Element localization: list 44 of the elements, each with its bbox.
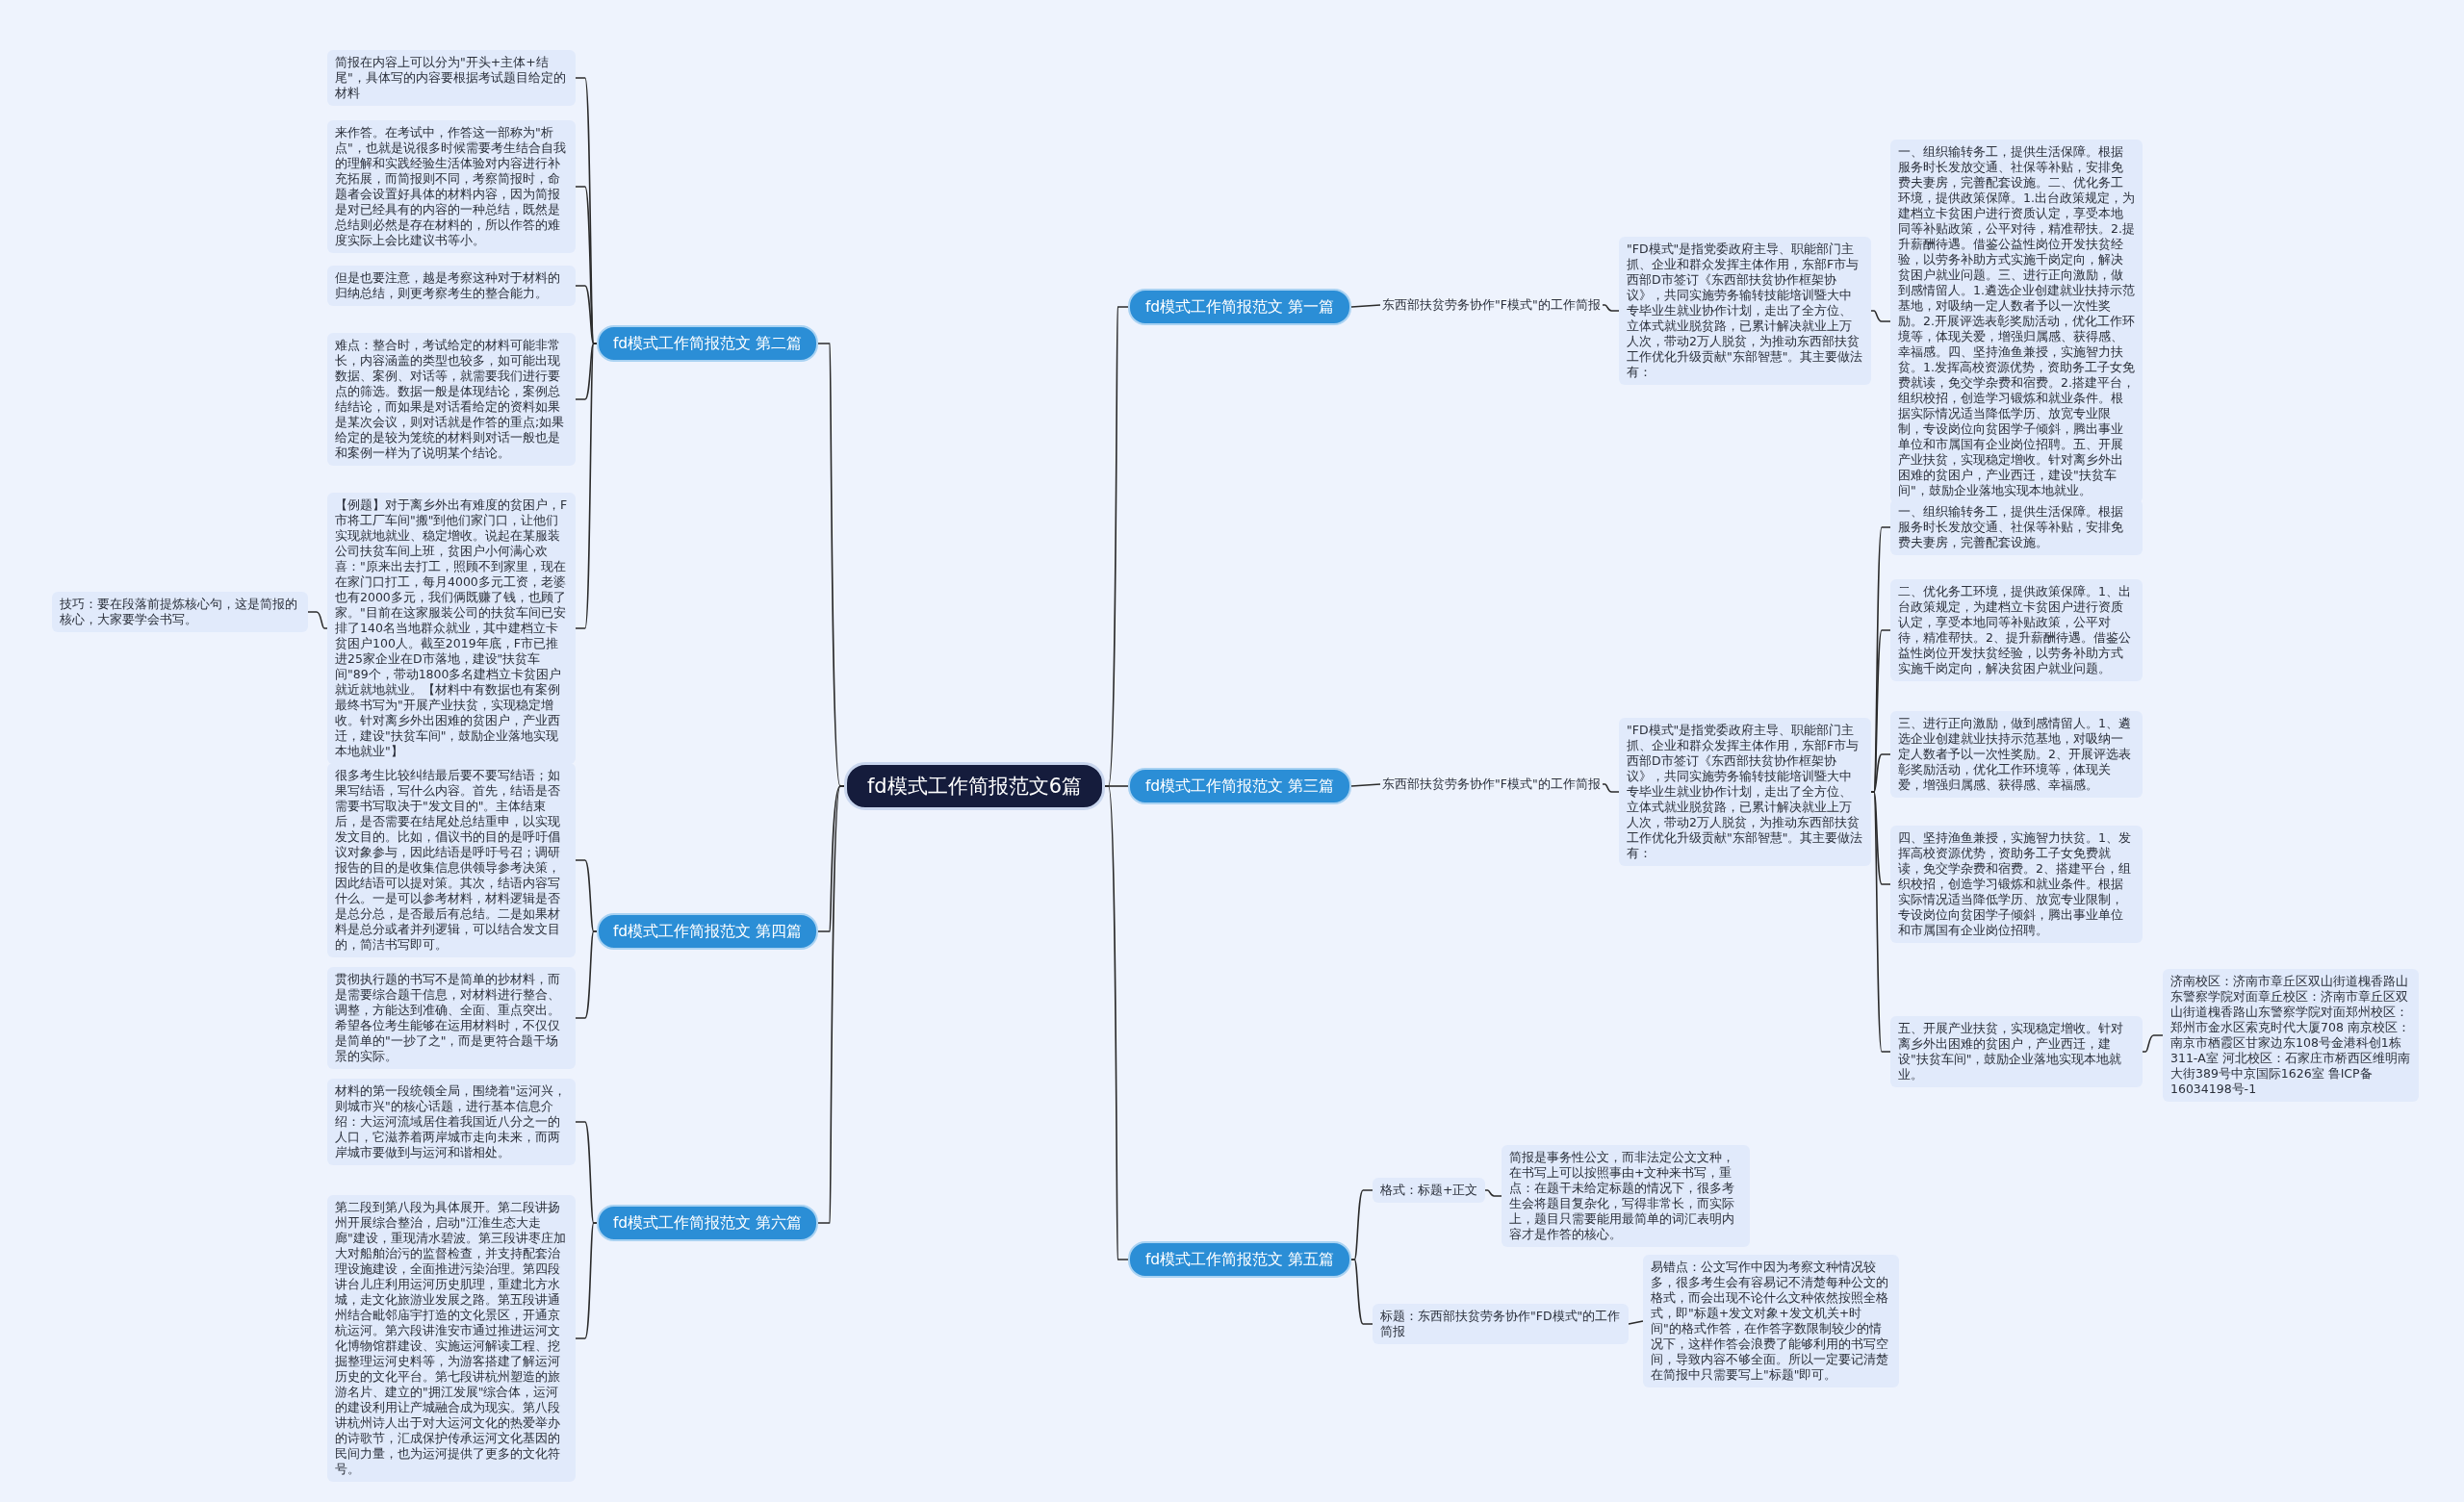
note-box: 来作答。在考试中，作答这一部称为"析点"，也就是说很多时候需要考生结合自我的理解和实践经验生活体验对内容进行补充拓展，而简报则不同，考察简报时，命题者会设置好具体的材料内容，因为简报是对已经具有的内容的一种总结，既然是总结则必然是存在材料的，所以作答的难度实际上会比建议书等小。: [327, 120, 576, 253]
connector-line: [817, 785, 845, 1224]
note-box: "FD模式"是指党委政府主导、职能部门主抓、企业和群众发挥主体作用，东部F市与西部D市签订《东西部扶贫协作框架协议》，共同实施劳务输转技能培训暨大中专毕业生就业协作计划，走出了全方位、立体式就业脱贫路，已累计解决就业上万人次，带动2万人脱贫，为推动东西部扶贫工作优化升级贡献"东部智慧"。其主要做法有：: [1619, 718, 1871, 866]
connector-line: [1602, 783, 1620, 793]
note-box: 三、进行正向激励，做到感情留人。1、遴选企业创建就业扶持示范基地，对吸纳一定人数者予以一次性奖励。2、开展评选表彰奖励活动，优化工作环境等，体现关爱，增强归属感、获得感、幸福感。: [1890, 711, 2143, 798]
connector-line: [1628, 1320, 1644, 1325]
connector-line: [1870, 310, 1891, 322]
connector-line: [1350, 304, 1381, 308]
central-topic: fd模式工作简报范文6篇: [844, 762, 1105, 810]
connector-line: [307, 611, 328, 629]
note-box: 但是也要注意，越是考察这种对于材料的归纳总结，则更考察考生的整合能力。: [327, 266, 576, 306]
note-box: 易错点：公文写作中因为考察文种情况较多，很多考生会有容易记不清楚每种公文的格式，而会出现不论什么文种依然按照全格式，即"标题+发文对象+发文机关+时间"的格式作答，在作答字数限制较少的情况下，这样作答会浪费了能够利用的书写空间，导致内容不够全面。所以一定要记清楚在简报中只需要写上"标题"即可。: [1643, 1255, 1899, 1387]
connector-line: [1602, 304, 1620, 312]
note-box: 贯彻执行题的书写不是简单的抄材料，而是需要综合题干信息，对材料进行整合、调整，方能达到准确、全面、重点突出。希望各位考生能够在运用材料时，不仅仅是简单的"一抄了之"，而是更符合题干场景的实际。: [327, 967, 576, 1069]
note-box: 很多考生比较纠结最后要不要写结语；如果写结语，写什么内容。首先，结语是否需要书写取决于"发文目的"。主体结束后，是否需要在结尾处总结重申，以实现发文目的。比如，倡议书的目的是呼吁倡议对象参与，因此结语是呼吁号召；调研报告的目的是收集信息供领导参考决策，因此结语可以提对策。其次，结语内容写什么。一是可以参考材料，材料逻辑是否是总分总，是否最后有总结。二是如果材料是总分或者并列逻辑，可以结合发文目的，简洁书写即可。: [327, 763, 576, 957]
note-box: 一、组织输转务工，提供生活保障。根据服务时长发放交通、社保等补贴，安排免费夫妻房，完善配套设施。: [1890, 499, 2143, 555]
connector-line: [575, 1222, 598, 1339]
branch-topic: fd模式工作简报范文 第一篇: [1128, 289, 1351, 325]
note-box: 简报在内容上可以分为"开头+主体+结尾"，具体写的内容要根据考试题目给定的材料: [327, 50, 576, 106]
note-box: 【例题】对于离乡外出有难度的贫困户，F市将工厂车间"搬"到他们家门口，让他们实现就地就业、稳定增收。说起在某服装公司扶贫车间上班，贫困户小何满心欢喜："原来出去打工，照顾不到家里，现在在家门口打工，每月4000多元工资，老婆也有2000多元，我们俩既赚了钱，也顾了家。"目前在这家服装公司的扶贫车间已安排了140名当地群众就业，其中建档立卡贫困户100人。截至2019年底，F市已推进25家企业在D市落地，建设"扶贫车间"89个，带动1800多名建档立卡贫困户就近就地就业。【材料中有数据也有案例最终书写为"开展产业扶贫，实现稳定增收。针对离乡外出困难的贫困户，产业西迁，建设"扶贫车间"，鼓励企业落地实现本地就业"】: [327, 493, 576, 764]
note-box: 格式：标题+正文: [1373, 1178, 1486, 1203]
note-box: 第二段到第八段为具体展开。第二段讲扬州开展综合整治，启动"江淮生态大走廊"建设，重现清水碧波。第三段讲枣庄加大对船舶治污的监督检查，并支持配套治理设施建设，全面推进污染治理。第四段讲台儿庄利用运河历史肌理，重建北方水城，走文化旅游业发展之路。第五段讲通州结合毗邻庙宇打造的文化景区，开通京杭运河。第六段讲淮安市通过推进运河文化博物馆群建设、实施运河解读工程、挖掘整理运河史料等，为游客搭建了解运河历史的文化平台。第七段讲杭州塑造的旅游名片、建立的"拥江发展"综合体，运河的建设利用让产城融合成为现实。第八段讲杭州诗人出于对大运河文化的热爱举办的诗歌节，汇成保护传承运河文化基因的民间力量，也为运河提供了更多的文化符号。: [327, 1195, 576, 1482]
note-box: 技巧：要在段落前提炼核心句，这是简报的核心，大家要学会书写。: [52, 592, 308, 632]
branch-topic: fd模式工作简报范文 第二篇: [597, 325, 818, 362]
branch-topic: fd模式工作简报范文 第五篇: [1128, 1241, 1351, 1278]
connector-line: [1484, 1189, 1502, 1197]
connector-line: [1350, 783, 1381, 787]
note-box: 难点：整合时，考试给定的材料可能非常长，内容涵盖的类型也较多，如可能出现数据、案例、对话等，就需要我们进行要点的筛选。数据一般是体现结论，案例总结结论，而如果是对话看给定的资料如果是某次会议，则对话就是作答的重点;如果给定的是较为笼统的材料则对话一般也是和案例一样为了说明某个结论。: [327, 333, 576, 466]
note-box: 二、优化务工环境，提供政策保障。1、出台政策规定，为建档立卡贫困户进行资质认定，享受本地同等补贴政策，公平对待，精准帮扶。2、提升薪酬待遇。借鉴公益性岗位开发扶贫经验，以劳务补助方式实施千岗定向，解决贫困户就业问题。: [1890, 579, 2143, 681]
note-box: 一、组织输转务工，提供生活保障。根据服务时长发放交通、社保等补贴，安排免费夫妻房，完善配套设施。二、优化务工环境，提供政策保障。1.出台政策规定，为建档立卡贫困户进行资质认定，享受本地同等补贴政策，公平对待，精准帮扶。2.提升薪酬待遇。借鉴公益性岗位开发扶贫经验，以劳务补助方式实施千岗定向，解决贫困户就业问题。三、进行正向激励，做到感情留人。1.遴选企业创建就业扶持示范基地，对吸纳一定人数者予以一次性奖励。2.开展评选表彰奖励活动，优化工作环境等，体现关爱，增强归属感、获得感、幸福感。四、坚持渔鱼兼授，实施智力扶贫。1.发挥高校资源优势，资助务工子女免费就读，免交学杂费和宿费。2.搭建平台，组织校招，创造学习锻炼和就业条件。根据实际情况适当降低学历、放宽专业限制，专设岗位向贫困学子倾斜，腾出事业单位和市属国有企业岗位招聘。五、开展产业扶贫，实现稳定增收。针对离乡外出困难的贫困户，产业西迁，建设"扶贫车间"，鼓励企业落地实现本地就业。: [1890, 140, 2143, 503]
branch-topic: fd模式工作简报范文 第四篇: [597, 913, 818, 950]
note-box: 材料的第一段统领全局，围绕着"运河兴，则城市兴"的核心话题，进行基本信息介绍：大运河流域居住着我国近八分之一的人口，它滋养着两岸城市走向未来，而两岸城市要做到与运河和谐相处。: [327, 1079, 576, 1165]
note-box: 五、开展产业扶贫，实现稳定增收。针对离乡外出困难的贫困户，产业西迁，建设"扶贫车间"，鼓励企业落地实现本地就业。: [1890, 1016, 2143, 1087]
topic-label: 东西部扶贫劳务协作"F模式"的工作简报: [1380, 295, 1603, 315]
note-box: "FD模式"是指党委政府主导、职能部门主抓、企业和群众发挥主体作用，东部F市与西部D市签订《东西部扶贫协作框架协议》，共同实施劳务输转技能培训暨大中专毕业生就业协作计划，走出了全方位、立体式就业脱贫路，已累计解决就业上万人次，带动2万人脱贫，为推动东西部扶贫工作优化升级贡献"东部智慧"。其主要做法有：: [1619, 237, 1871, 385]
branch-topic: fd模式工作简报范文 第三篇: [1128, 768, 1351, 804]
topic-label: 东西部扶贫劳务协作"F模式"的工作简报: [1380, 775, 1603, 794]
connector-line: [1104, 785, 1129, 1260]
note-box: 四、坚持渔鱼兼授，实施智力扶贫。1、发挥高校资源优势，资助务工子女免费就读，免交学杂费和宿费。2、搭建平台，组织校招，创造学习锻炼和就业条件。根据实际情况适当降低学历、放宽专业限制，专设岗位向贫困学子倾斜，腾出事业单位和市属国有企业岗位招聘。: [1890, 826, 2143, 943]
note-box: 标题：东西部扶贫劳务协作"FD模式"的工作简报: [1373, 1304, 1629, 1344]
note-box: 济南校区：济南市章丘区双山街道槐香路山东警察学院对面章丘校区：济南市章丘区双山街道槐香路山东警察学院对面郑州校区：郑州市金水区索克时代大厦708 南京校区：南京市栖霞区甘家边东108号金港科创1栋311-A室 河北校区：石家庄市桥西区维明南大街389号中京国际1626室 鲁ICP备16034198号-1: [2163, 969, 2419, 1102]
branch-topic: fd模式工作简报范文 第六篇: [597, 1205, 818, 1241]
connector-line: [2142, 1034, 2164, 1053]
note-box: 简报是事务性公文，而非法定公文文种，在书写上可以按照事由+文种来书写，重点：在题干未给定标题的情况下，很多考生会将题目复杂化，写得非常长，而实际上，题目只需要能用最简单的词汇表明内容才是作答的核心。: [1502, 1145, 1750, 1247]
